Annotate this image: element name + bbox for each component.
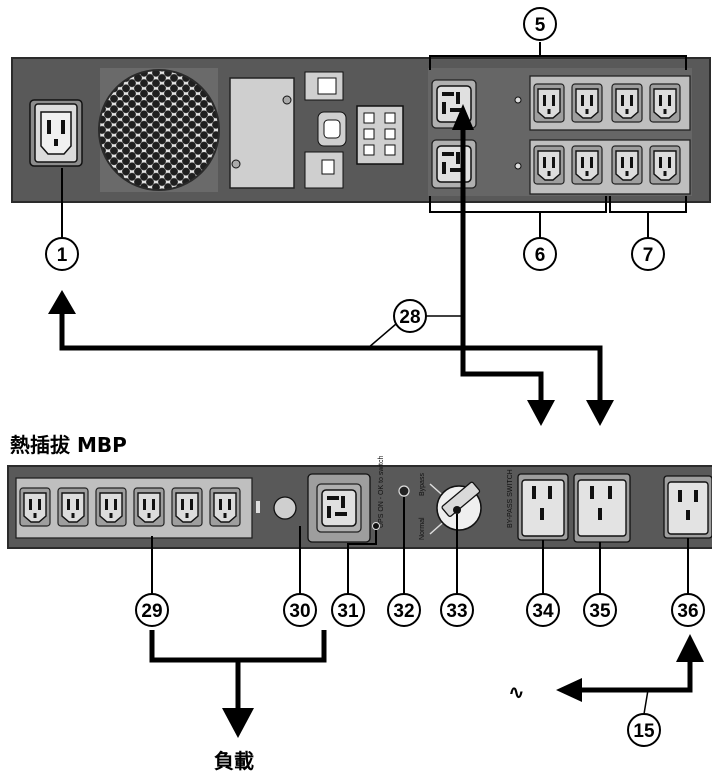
arrow-down-to-ups-input-socket xyxy=(586,400,614,426)
load-bracket xyxy=(152,630,324,710)
mbp-status-text: UPS ON - OK to switch xyxy=(378,456,385,528)
callout-number: 15 xyxy=(633,721,655,742)
battery-connector xyxy=(357,106,403,164)
callout-30: 30 xyxy=(284,594,316,626)
mains-sine-icon: ∿ xyxy=(508,680,525,704)
mbp-ups-input-socket xyxy=(574,474,630,542)
callout-32: 32 xyxy=(388,594,420,626)
cable-mains xyxy=(578,660,690,690)
callout-28: 28 xyxy=(394,300,426,332)
mbp-bypass-socket xyxy=(518,474,568,540)
communication-bay-cover xyxy=(230,78,294,188)
callout-number: 30 xyxy=(289,601,310,622)
bypass-outlet-label: BY-PASS SWITCH xyxy=(507,469,514,528)
callout-29: 29 xyxy=(136,594,168,626)
arrow-down-to-bypass xyxy=(527,400,555,426)
callout-33: 33 xyxy=(441,594,473,626)
arrow-left-to-mains xyxy=(556,678,582,702)
fan-grille-icon xyxy=(99,68,219,192)
callout-number: 28 xyxy=(399,307,420,328)
switch-normal-label: Normal xyxy=(419,517,426,540)
switch-bypass-label: Bypass xyxy=(419,473,426,496)
callout-number: 1 xyxy=(57,245,68,266)
callout-number: 5 xyxy=(535,15,546,36)
callout-7: 7 xyxy=(632,238,664,270)
callout-6: 6 xyxy=(524,238,556,270)
usb-port-icon xyxy=(305,152,343,188)
ups-output-c13-row-lower xyxy=(530,140,690,194)
mbp-rear-panel: UPS ON - OK to switch Normal Bypass BY-P… xyxy=(8,456,712,548)
ups-output-c13-row-upper xyxy=(530,76,690,130)
ups-input-socket xyxy=(30,100,82,166)
callout-35: 35 xyxy=(584,594,616,626)
callout-31: 31 xyxy=(332,594,364,626)
rj45-port-icon xyxy=(305,72,343,100)
callout-number: 32 xyxy=(393,601,414,622)
mbp-ups-output-socket xyxy=(308,474,370,542)
callout-number: 6 xyxy=(535,245,546,266)
callout-36: 36 xyxy=(672,594,704,626)
callout-15: 15 xyxy=(628,714,660,746)
callout-number: 31 xyxy=(337,601,359,622)
callout-number: 29 xyxy=(141,601,162,622)
callout-number: 33 xyxy=(446,601,467,622)
callout-number: 36 xyxy=(677,601,698,622)
ups-output-c19-lower xyxy=(432,140,476,188)
callout-34: 34 xyxy=(527,594,559,626)
callout-number: 35 xyxy=(589,601,611,622)
mbp-output-c13-row xyxy=(16,478,252,538)
cable-15-leader xyxy=(644,690,648,714)
mbp-mains-inlet xyxy=(664,476,712,538)
load-label: 負載 xyxy=(214,749,254,773)
ups-rear-panel xyxy=(12,58,710,202)
callout-number: 7 xyxy=(643,245,654,266)
cable-ups-input xyxy=(62,312,600,400)
arrow-down-to-load xyxy=(222,708,254,738)
callout-1: 1 xyxy=(46,238,78,270)
arrow-up-to-ups-input xyxy=(48,290,76,314)
callout-5: 5 xyxy=(524,8,556,40)
mbp-indicator-light xyxy=(399,486,409,496)
mbp-title: 熱插拔 MBP xyxy=(10,433,127,457)
callout-number: 34 xyxy=(532,601,554,622)
db9-port-icon xyxy=(318,112,346,146)
arrow-up-to-mains-inlet xyxy=(676,634,704,662)
